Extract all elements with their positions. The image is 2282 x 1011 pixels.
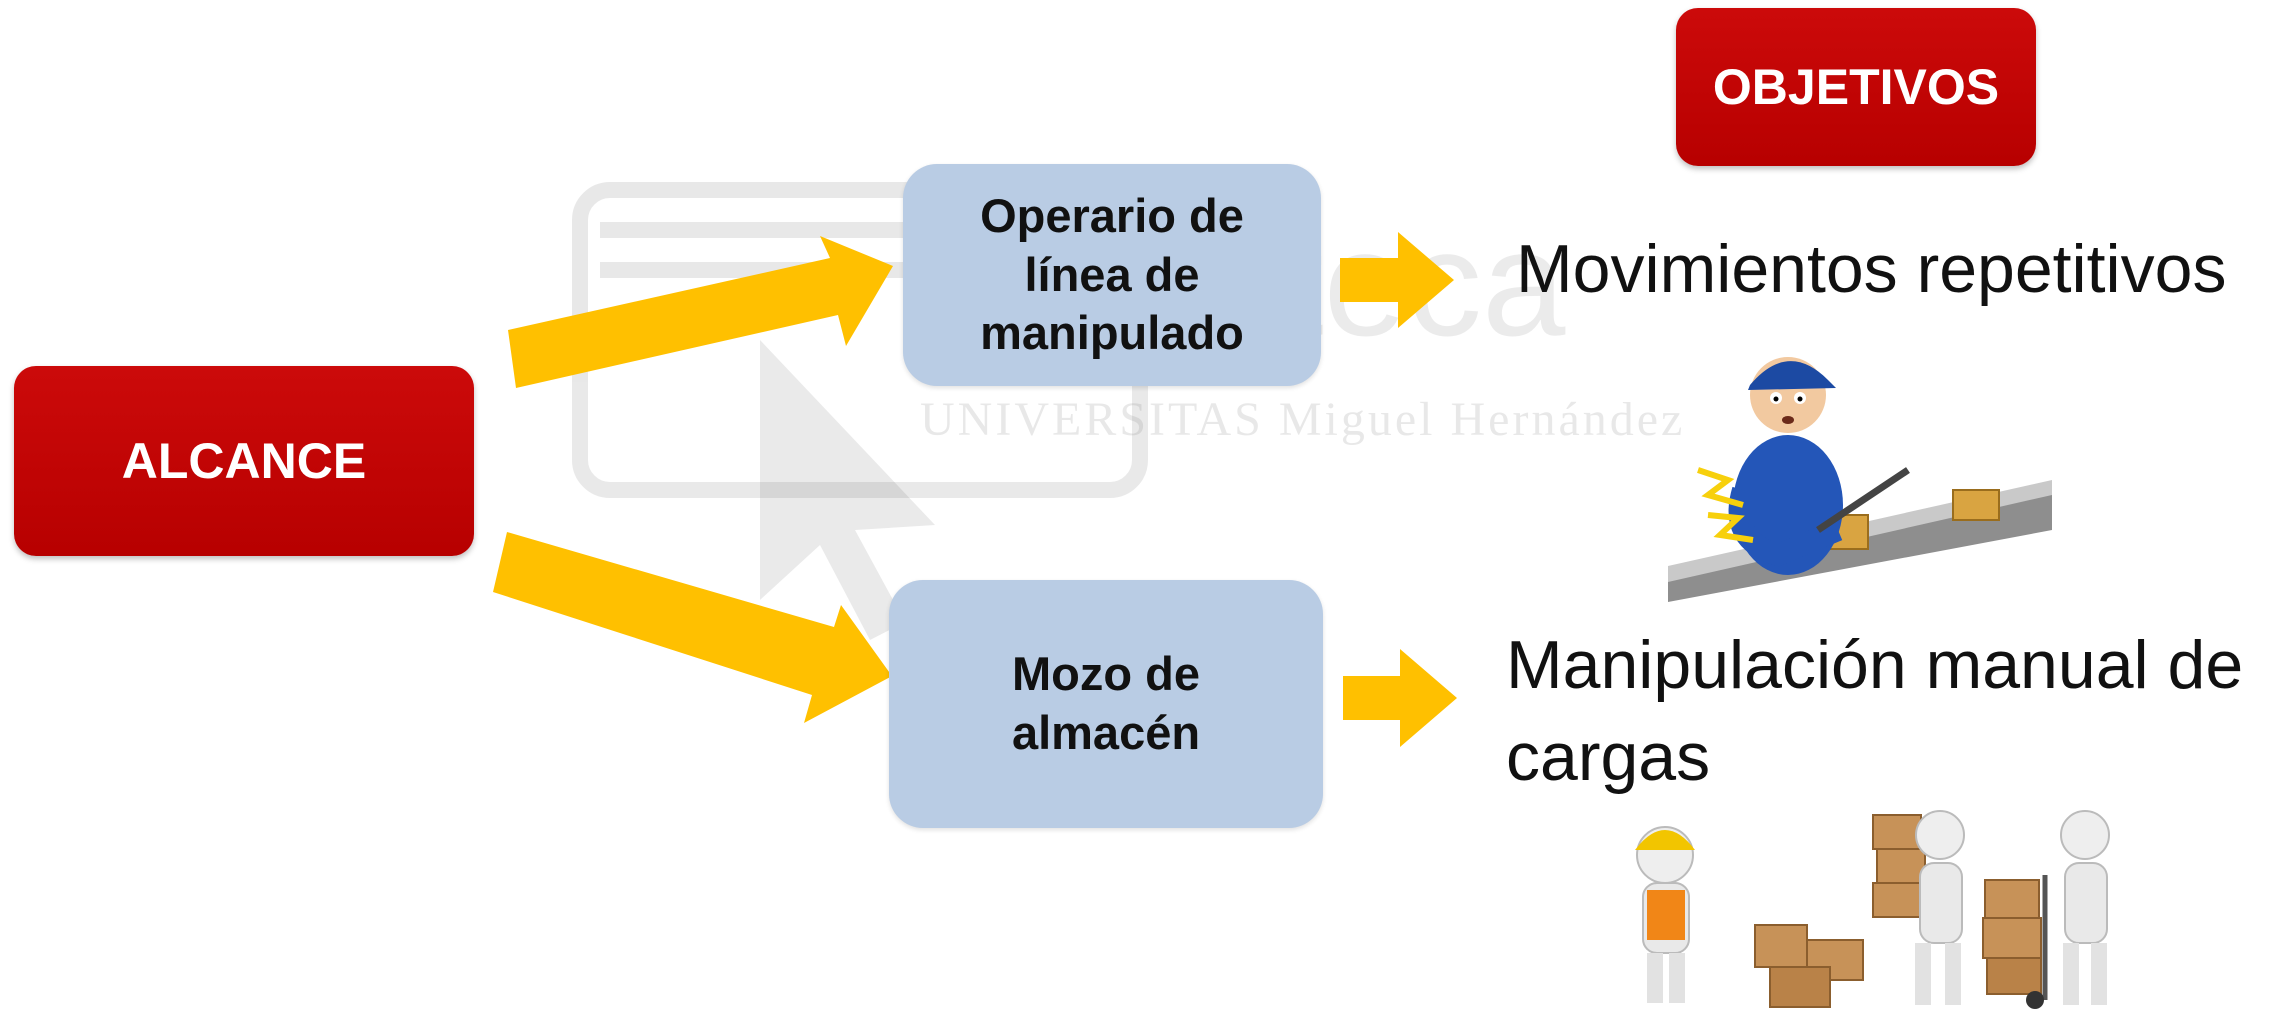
arrow-right-bottom [1343, 649, 1457, 747]
objetivos-box: OBJETIVOS [1676, 8, 2036, 166]
objective-manual-handling: Manipulación manual de cargas [1506, 620, 2243, 804]
objective-manual-handling-line1: Manipulación manual de [1506, 627, 2244, 703]
arrow-down-right [493, 532, 892, 723]
job-box-mozo: Mozo de almacén [889, 580, 1323, 828]
arrow-up-right [508, 236, 893, 388]
objetivos-label: OBJETIVOS [1712, 59, 2000, 115]
job-box-operario: Operario de línea de manipulado [903, 164, 1321, 386]
job-operario-label: Operario de línea de manipulado [980, 188, 1244, 360]
job-mozo-label: Mozo de almacén [1011, 647, 1201, 759]
objective-manual-handling-line2: cargas [1506, 718, 1711, 795]
alcance-box: ALCANCE [14, 366, 474, 556]
worker-conveyor-illustration [1668, 357, 2052, 602]
arrow-right-top [1340, 232, 1454, 328]
objective-repetitive-movements: Movimientos repetitivos [1516, 231, 2227, 307]
warehouse-workers-illustration [1635, 810, 2110, 1009]
alcance-label: ALCANCE [121, 433, 367, 489]
